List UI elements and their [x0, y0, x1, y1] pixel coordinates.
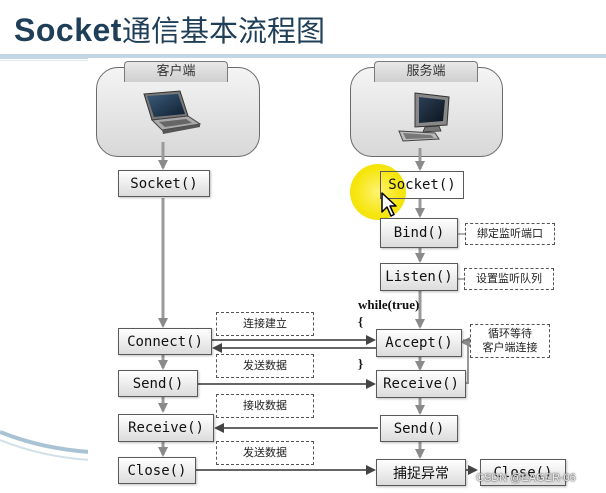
title-underline	[0, 54, 606, 59]
note-accept-line1: 循环等待	[488, 327, 532, 340]
server-accept-box: Accept()	[376, 329, 462, 357]
client-send-box: Send()	[118, 370, 198, 397]
cursor-highlight	[350, 164, 406, 220]
server-catch-exception-box: 捕捉异常	[376, 459, 466, 486]
slide-title: Socket 通信基本流程图	[14, 8, 325, 48]
client-label: 客户端	[124, 61, 228, 82]
client-socket-box: Socket()	[118, 170, 210, 197]
server-listen-box: Listen()	[380, 263, 458, 291]
server-socket-box: Socket()	[380, 171, 464, 199]
server-send-box: Send()	[380, 415, 458, 442]
loop-close-brace: }	[358, 356, 364, 371]
server-receive-box: Receive()	[376, 370, 466, 398]
note-listen-queue: 设置监听队列	[464, 268, 554, 290]
note-bind-port: 绑定监听端口	[465, 223, 555, 245]
client-receive-box: Receive()	[118, 414, 214, 442]
note-accept-wait: 循环等待 客户端连接	[470, 324, 550, 358]
client-close-box: Close()	[118, 457, 196, 484]
note-receive-data: 接收数据	[216, 394, 314, 418]
laptop-icon	[143, 90, 202, 134]
flow-diagram: 客户端 服务端	[88, 58, 606, 493]
client-connect-box: Connect()	[118, 328, 212, 355]
server-bind-box: Bind()	[380, 218, 458, 248]
note-accept-line2: 客户端连接	[482, 341, 538, 354]
server-label: 服务端	[374, 61, 478, 82]
note-send-data-close: 发送数据	[216, 441, 314, 465]
csdn-watermark: CSDN @EAGER-06	[476, 472, 576, 484]
title-chinese: 通信基本流程图	[121, 14, 325, 48]
title-socket: Socket	[14, 12, 122, 48]
desktop-computer-icon	[398, 92, 450, 142]
note-connection-established: 连接建立	[216, 312, 314, 336]
while-true-label: while(true)	[358, 297, 420, 312]
loop-open-brace: {	[358, 314, 364, 329]
mouse-cursor-icon	[381, 192, 397, 217]
server-close-box: Close()	[480, 459, 566, 486]
flow-connectors	[158, 142, 478, 475]
note-send-data: 发送数据	[216, 354, 314, 378]
